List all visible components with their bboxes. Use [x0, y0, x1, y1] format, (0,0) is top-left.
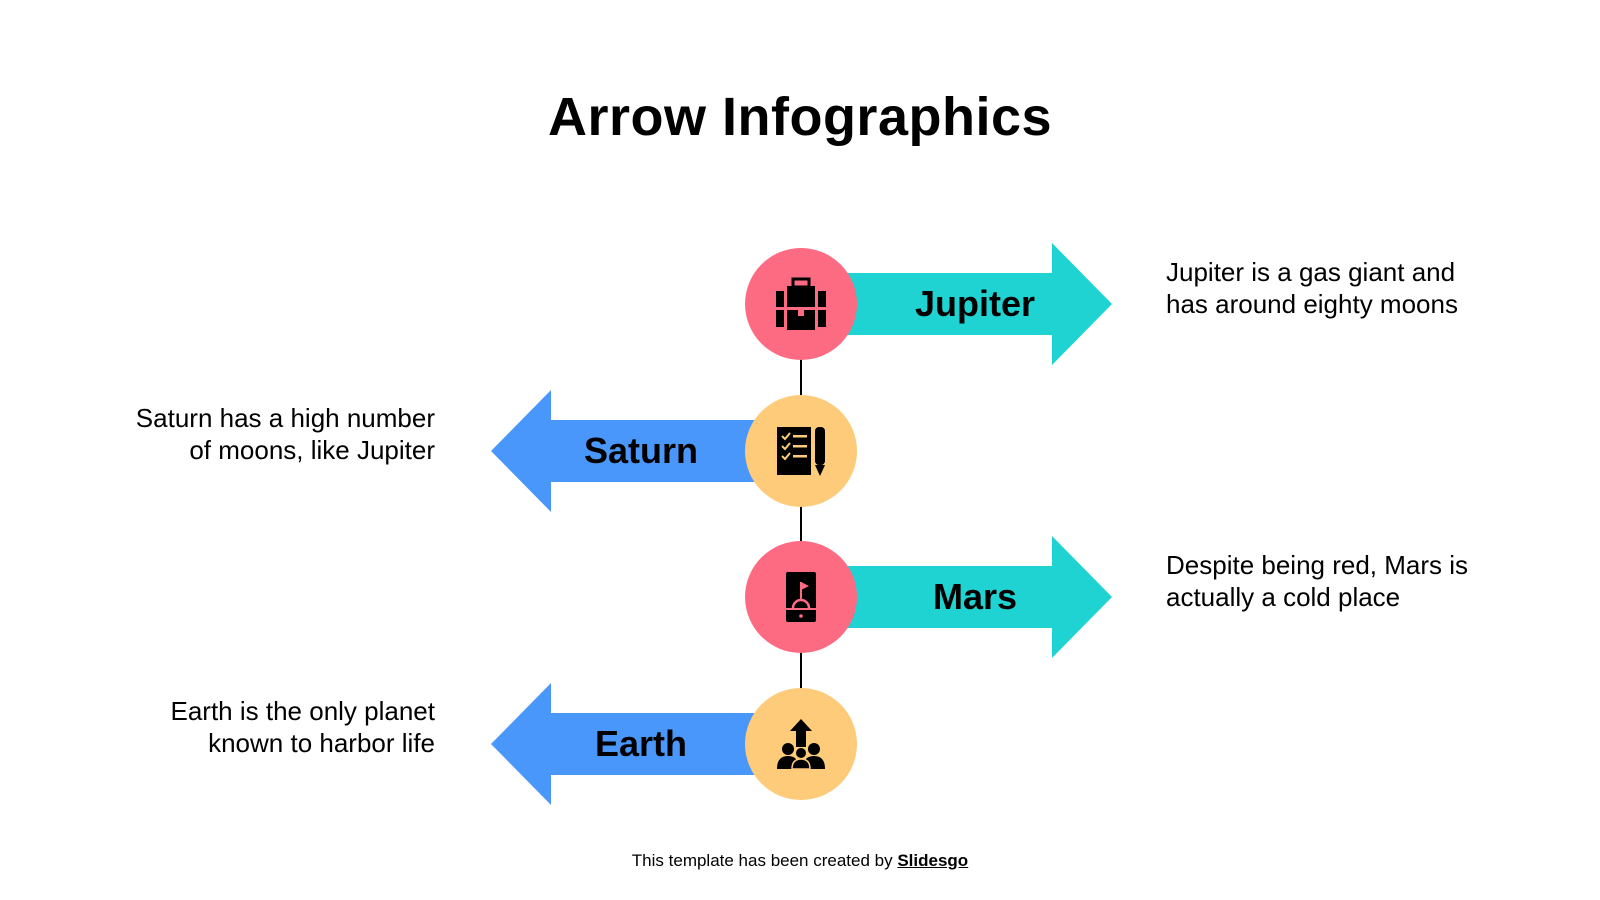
arrow-mars: Mars	[800, 536, 1112, 658]
arrow-jupiter: Jupiter	[800, 243, 1112, 365]
circle-earth	[745, 688, 857, 800]
circle-saturn	[745, 395, 857, 507]
briefcase-icon	[776, 277, 826, 330]
footer-text: This template has been created by	[631, 851, 898, 870]
page-title: Arrow Infographics	[547, 87, 1053, 147]
description-mars: Despite being red, Mars is actually a co…	[1166, 550, 1469, 612]
description-earth: Earth is the only planet known to harbor…	[170, 696, 436, 758]
mobile-flag-icon	[786, 572, 816, 622]
slidesgo-link[interactable]: Slidesgo	[897, 851, 969, 870]
arrow-earth: Earth	[491, 683, 803, 805]
connector-line	[800, 505, 802, 545]
description-jupiter: Jupiter is a gas giant and has around ei…	[1166, 257, 1458, 319]
connector-line	[800, 652, 802, 692]
arrow-label-saturn: Saturn	[583, 430, 698, 471]
arrow-label-earth: Earth	[594, 723, 688, 764]
description-saturn: Saturn has a high number of moons, like …	[135, 403, 435, 465]
circle-jupiter	[745, 248, 857, 360]
circle-mars	[745, 541, 857, 653]
arrow-label-mars: Mars	[932, 576, 1018, 617]
arrow-label-jupiter: Jupiter	[914, 283, 1036, 324]
connector-line	[800, 358, 802, 398]
footer-credit: This template has been created by Slides…	[0, 851, 1600, 871]
checklist-pencil-icon	[777, 427, 825, 476]
team-growth-icon	[777, 719, 825, 770]
arrow-saturn: Saturn	[491, 390, 803, 512]
